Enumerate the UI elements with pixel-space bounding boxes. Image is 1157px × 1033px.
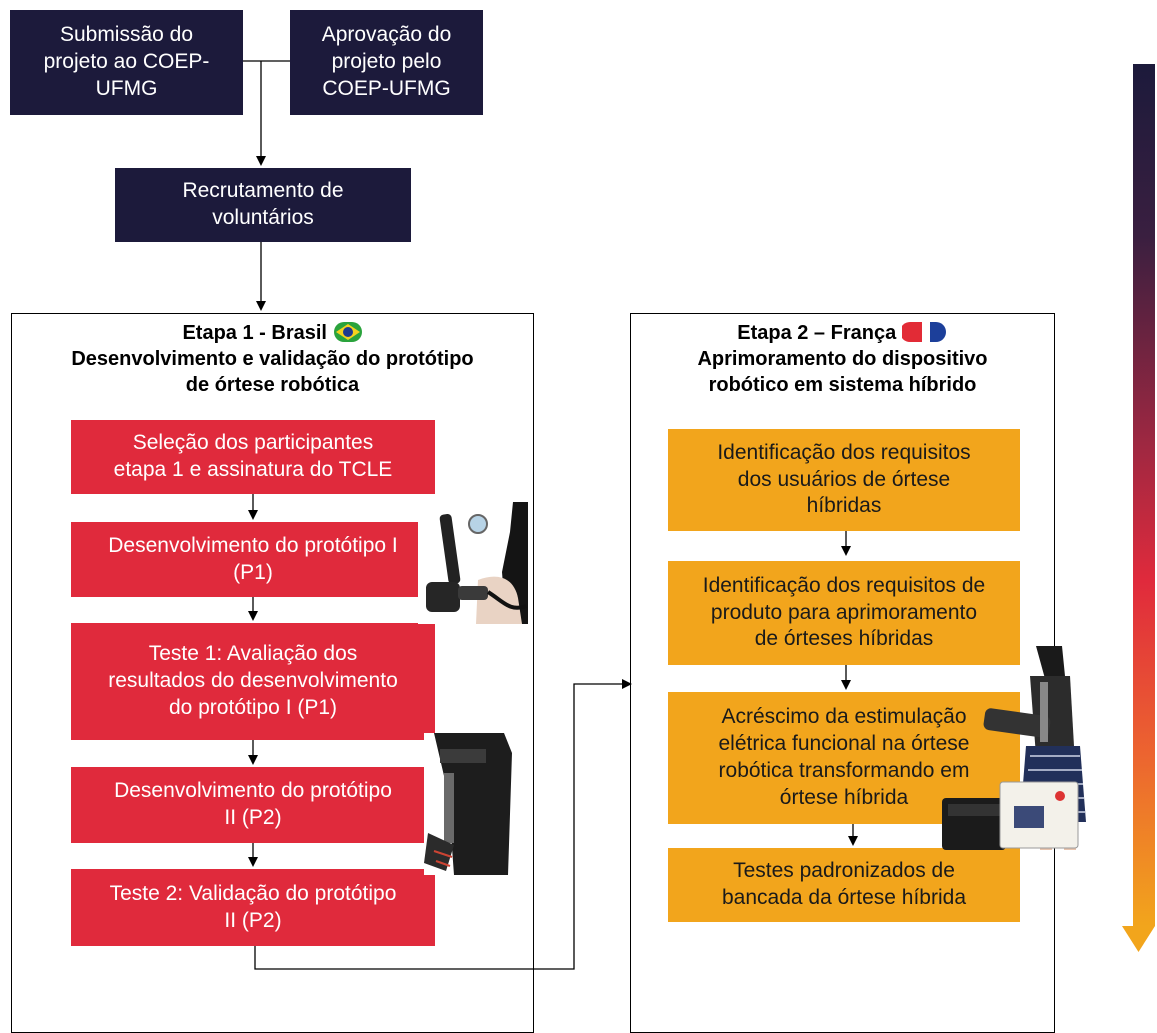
france-flag-icon: [899, 322, 946, 342]
recruitment-box: Recrutamento de voluntários: [115, 168, 411, 242]
prototype-2-photo: [424, 733, 514, 875]
hybrid-orthosis-photo: [942, 646, 1086, 850]
approval-box: Aprovação do projeto pelo COEP-UFMG: [290, 10, 483, 115]
arrow-to-stage2: [254, 679, 632, 970]
stage2-subtitle-line2: robótico em sistema híbrido: [708, 374, 977, 396]
prototype-1-photo: [418, 502, 528, 624]
stage2-heading: Etapa 2 – França Aprimoramento do dispos…: [630, 320, 1055, 398]
brazil-flag-icon: [333, 322, 362, 342]
stage1-title: Etapa 1 - Brasil: [182, 322, 327, 344]
stage2-step-2: Identificação dos requisitos de produto …: [668, 561, 1020, 665]
stage2-title: Etapa 2 – França: [737, 322, 897, 344]
stage1-heading: Etapa 1 - Brasil Desenvolvimento e valid…: [11, 320, 534, 398]
stage1-step-4: Desenvolvimento do protótipo II (P2): [71, 767, 435, 843]
stage2-step-4: Testes padronizados de bancada da órtese…: [668, 848, 1020, 922]
stage1-subtitle-line1: Desenvolvimento e validação do protótipo: [71, 348, 474, 370]
submission-box: Submissão do projeto ao COEP- UFMG: [10, 10, 243, 115]
stage1-subtitle-line2: de órtese robótica: [185, 374, 360, 396]
stage2-subtitle-line1: Aprimoramento do dispositivo: [697, 348, 988, 370]
stage1-step-5: Teste 2: Validação do protótipo II (P2): [71, 869, 435, 946]
stage1-step-2: Desenvolvimento do protótipo I (P1): [71, 522, 435, 597]
stage1-step-1: Seleção dos participantes etapa 1 e assi…: [71, 420, 435, 494]
timeline-arrow-icon: [1122, 64, 1155, 952]
stage2-step-1: Identificação dos requisitos dos usuário…: [668, 429, 1020, 531]
stage1-step-3: Teste 1: Avaliação dos resultados do des…: [71, 623, 435, 740]
